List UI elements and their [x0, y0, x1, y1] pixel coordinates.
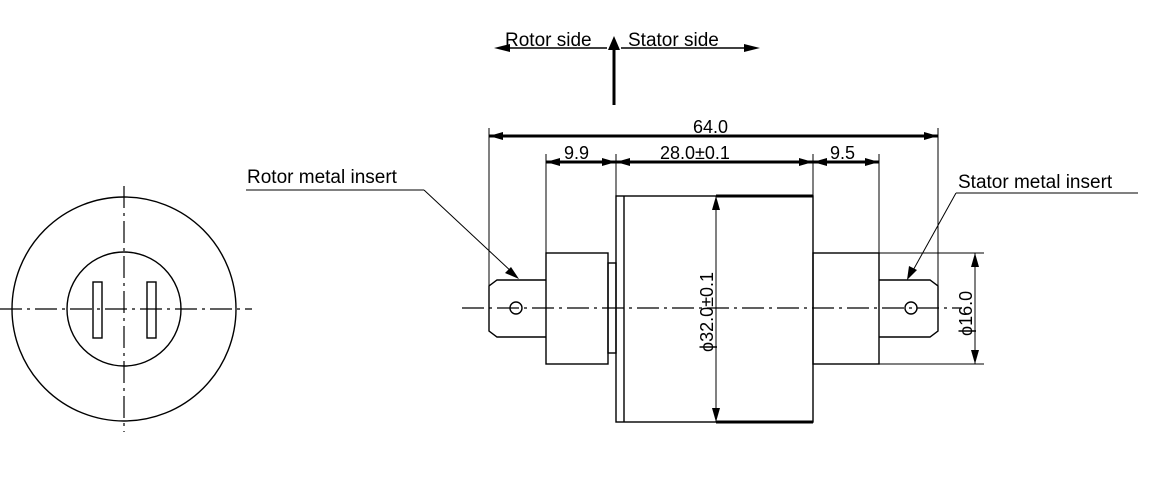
stator-side-label: Stator side	[628, 30, 719, 51]
lead-diameter-dimension: ϕ16.0	[956, 291, 976, 336]
body-length-dimension: 28.0±0.1	[660, 143, 730, 163]
stator-metal-insert-label: Stator metal insert	[958, 172, 1113, 193]
side-view	[462, 194, 962, 424]
end-view	[0, 186, 252, 432]
overall-length-dimension: 64.0	[693, 117, 728, 137]
end-view-terminal-right	[146, 281, 157, 339]
direction-indicator: Rotor side Stator side	[494, 30, 760, 105]
body-diameter-dimension: ϕ32.0±0.1	[697, 272, 717, 352]
rotor-lead-dimension: 9.9	[564, 143, 589, 163]
end-view-terminal-left	[92, 281, 103, 339]
rotor-metal-insert-label: Rotor metal insert	[247, 167, 398, 188]
stator-lead-dimension: 9.5	[830, 143, 855, 163]
dimensions: 64.0 9.9 28.0±0.1 9.5 ϕ32.0±0.1 ϕ16.0	[488, 117, 984, 422]
callouts: Rotor metal insert Stator metal insert	[246, 167, 1138, 280]
rotor-side-label: Rotor side	[505, 30, 592, 51]
